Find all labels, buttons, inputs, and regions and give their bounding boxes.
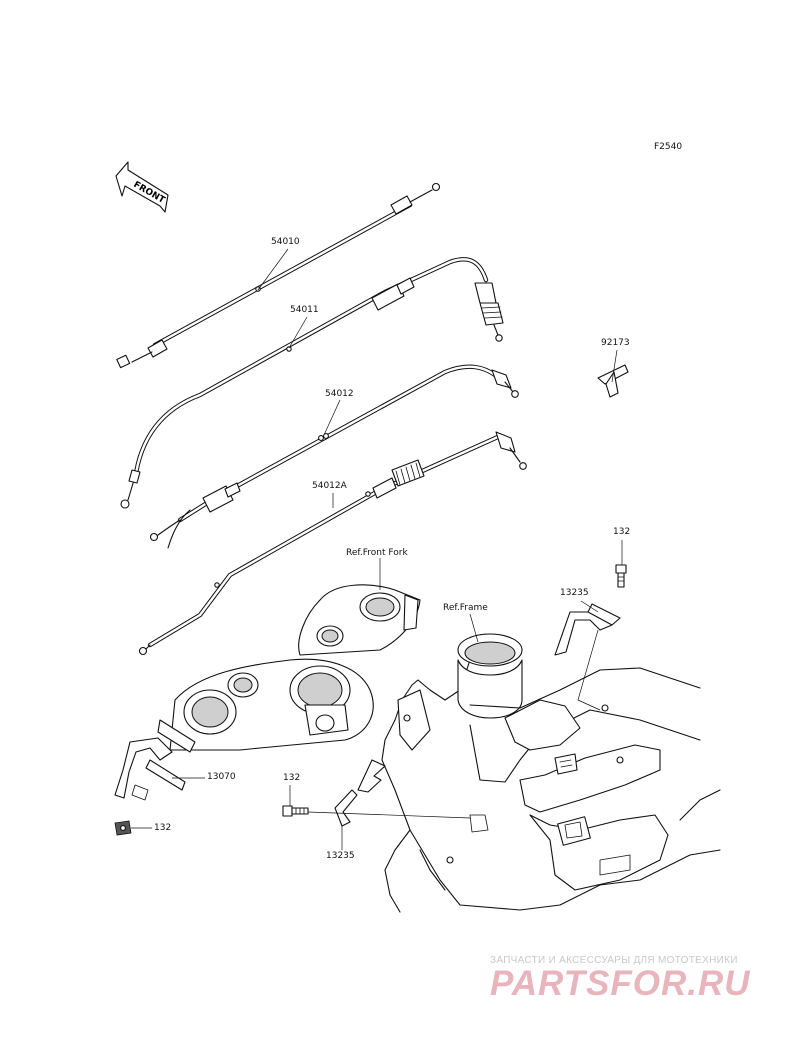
part-label-132-top: 132 <box>613 527 631 537</box>
handlebar-holder <box>157 658 374 753</box>
part-label-13235-top: 13235 <box>560 588 589 598</box>
front-arrow-icon: FRONT <box>115 161 169 213</box>
cable-54011 <box>120 257 504 509</box>
clip-92173 <box>597 364 629 398</box>
part-label-92173: 92173 <box>601 338 630 348</box>
part-label-54011: 54011 <box>290 305 319 315</box>
part-label-132-left: 132 <box>154 823 172 833</box>
part-label-13070: 13070 <box>207 772 236 782</box>
cable-54012 <box>149 364 519 549</box>
figure-code: F2540 <box>654 142 683 152</box>
leader-lines <box>131 248 623 850</box>
bolt-132-top <box>615 564 627 588</box>
part-label-13235-bottom: 13235 <box>326 851 355 861</box>
cable-54012a <box>138 431 527 656</box>
bolt-132-mid <box>282 805 309 817</box>
part-label-54012a: 54012A <box>312 481 347 491</box>
part-label-54012: 54012 <box>325 389 354 399</box>
watermark-logo: PARTSFOR.RU <box>490 964 751 1003</box>
bracket-13070 <box>114 737 186 801</box>
part-label-54010: 54010 <box>271 237 300 247</box>
frame-assembly <box>381 633 721 913</box>
cable-54010 <box>116 182 441 369</box>
part-label-132-mid: 132 <box>283 773 301 783</box>
ref-front-fork-label: Ref.Front Fork <box>346 548 408 558</box>
bracket-13235-bottom <box>334 759 386 827</box>
nut-132-left <box>114 820 132 836</box>
watermark-tagline: ЗАПЧАСТИ И АКСЕССУАРЫ ДЛЯ МОТОТЕХНИКИ <box>490 955 738 966</box>
upper-triple-clamp <box>298 584 421 656</box>
ref-frame-label: Ref.Frame <box>443 603 488 613</box>
bracket-13235-top <box>554 603 621 656</box>
